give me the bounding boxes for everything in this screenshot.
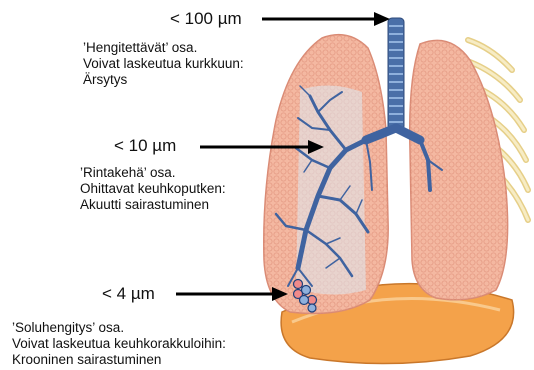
desc-respirable-line2: Voivat laskeutua keuhkorakkuloihin: (12, 336, 226, 352)
desc-respirable: ’Soluhengitys’ osa. Voivat laskeutua keu… (12, 320, 226, 368)
trachea (388, 18, 404, 130)
desc-inhalable-line1: ’Hengitettävät’ osa. (83, 40, 244, 56)
desc-inhalable-line2: Voivat laskeutua kurkkuun: (83, 56, 244, 72)
desc-inhalable: ’Hengitettävät’ osa. Voivat laskeutua ku… (83, 40, 244, 88)
arrow-100um (262, 12, 390, 26)
right-lung (410, 40, 508, 299)
desc-thoracic-line3: Akuutti sairastuminen (80, 197, 226, 213)
size-label-4um: < 4 µm (102, 285, 155, 302)
desc-inhalable-line3: Ärsytys (83, 72, 244, 88)
desc-thoracic-line1: ’Rintakehä’ osa. (80, 165, 226, 181)
desc-thoracic-line2: Ohittavat keuhkoputken: (80, 181, 226, 197)
desc-respirable-line3: Krooninen sairastuminen (12, 352, 226, 368)
desc-respirable-line1: ’Soluhengitys’ osa. (12, 320, 226, 336)
size-label-10um: < 10 µm (114, 137, 176, 154)
size-label-100um: < 100 µm (170, 10, 242, 27)
desc-thoracic: ’Rintakehä’ osa. Ohittavat keuhkoputken:… (80, 165, 226, 213)
